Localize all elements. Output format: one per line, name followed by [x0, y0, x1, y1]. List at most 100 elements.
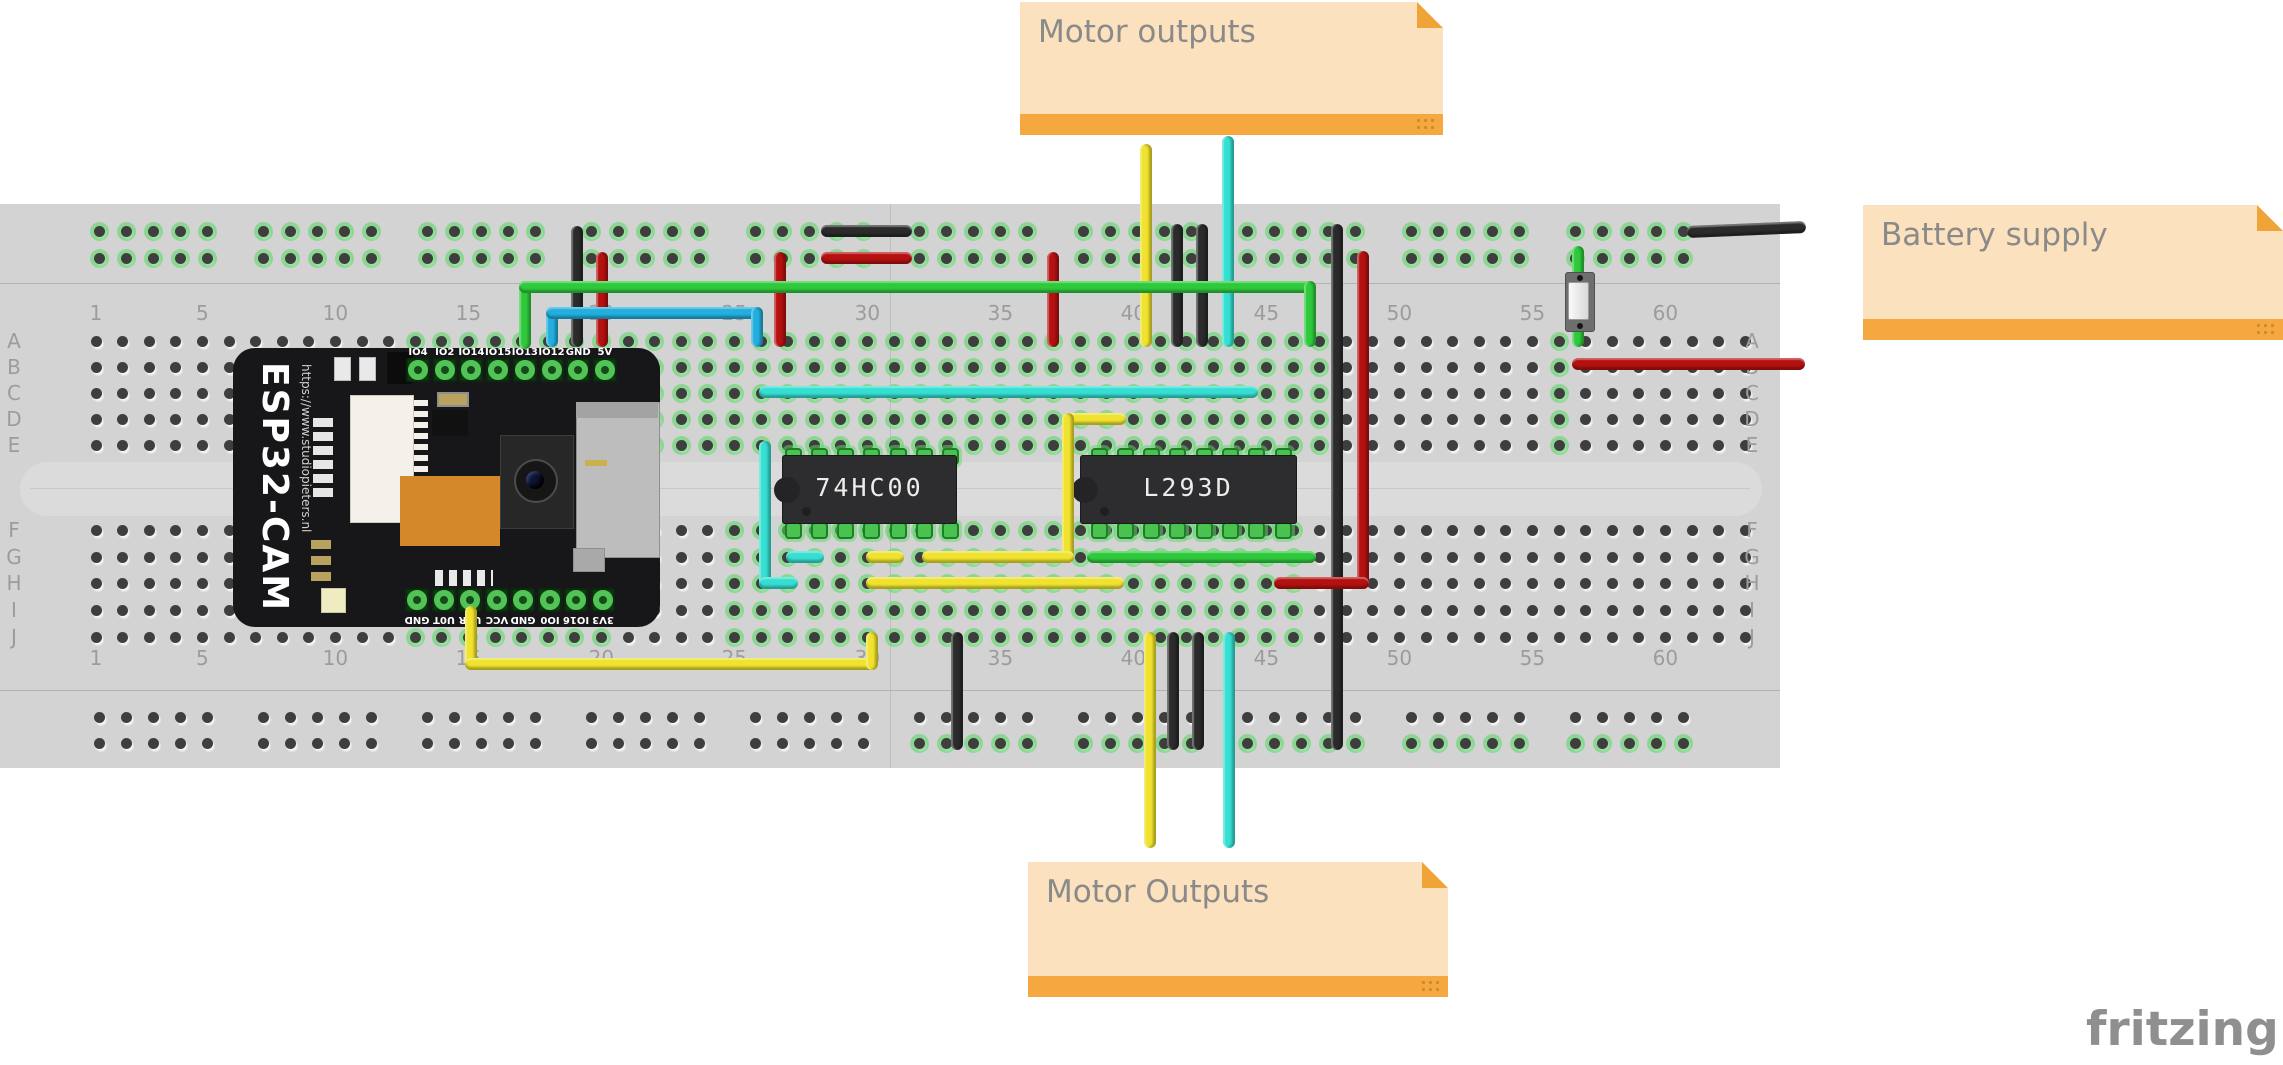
breadboard-hole[interactable] — [1606, 387, 1618, 399]
breadboard-hole[interactable] — [329, 335, 341, 347]
breadboard-hole[interactable] — [782, 413, 794, 425]
breadboard-hole[interactable] — [1021, 413, 1033, 425]
breadboard-hole[interactable] — [90, 631, 102, 643]
breadboard-hole[interactable] — [1101, 439, 1113, 451]
breadboard-hole[interactable] — [728, 551, 740, 563]
breadboard-hole[interactable] — [170, 524, 182, 536]
breadboard-hole[interactable] — [1048, 604, 1060, 616]
breadboard-hole[interactable] — [143, 631, 155, 643]
wire-yellow[interactable] — [1062, 413, 1126, 425]
breadboard-hole[interactable] — [675, 413, 687, 425]
breadboard-hole[interactable] — [1340, 335, 1352, 347]
breadboard-hole[interactable] — [143, 577, 155, 589]
breadboard-hole[interactable] — [1713, 604, 1725, 616]
breadboard-hole[interactable] — [1393, 551, 1405, 563]
breadboard-hole[interactable] — [776, 711, 788, 723]
breadboard-hole[interactable] — [421, 737, 433, 749]
breadboard-hole[interactable] — [913, 225, 925, 237]
wire-green[interactable] — [519, 281, 1316, 293]
breadboard-hole[interactable] — [1513, 711, 1525, 723]
breadboard-hole[interactable] — [1127, 439, 1139, 451]
breadboard-hole[interactable] — [702, 551, 714, 563]
breadboard-hole[interactable] — [421, 225, 433, 237]
breadboard-hole[interactable] — [1405, 711, 1417, 723]
breadboard-hole[interactable] — [311, 225, 323, 237]
breadboard-hole[interactable] — [143, 335, 155, 347]
breadboard-hole[interactable] — [1268, 737, 1280, 749]
breadboard-hole[interactable] — [421, 711, 433, 723]
breadboard-hole[interactable] — [174, 252, 186, 264]
breadboard-hole[interactable] — [90, 413, 102, 425]
breadboard-hole[interactable] — [1633, 577, 1645, 589]
wire-black[interactable] — [821, 225, 912, 237]
breadboard-hole[interactable] — [1048, 439, 1060, 451]
breadboard-hole[interactable] — [1185, 252, 1197, 264]
breadboard-hole[interactable] — [257, 225, 269, 237]
breadboard-hole[interactable] — [994, 225, 1006, 237]
breadboard-hole[interactable] — [383, 335, 395, 347]
breadboard-hole[interactable] — [612, 737, 624, 749]
breadboard-hole[interactable] — [257, 252, 269, 264]
breadboard-hole[interactable] — [284, 225, 296, 237]
breadboard-hole[interactable] — [1074, 439, 1086, 451]
breadboard-hole[interactable] — [1154, 335, 1166, 347]
breadboard-hole[interactable] — [1739, 524, 1751, 536]
breadboard-hole[interactable] — [1367, 387, 1379, 399]
breadboard-hole[interactable] — [835, 413, 847, 425]
breadboard-hole[interactable] — [702, 577, 714, 589]
breadboard-hole[interactable] — [1420, 335, 1432, 347]
breadboard-hole[interactable] — [1420, 631, 1432, 643]
breadboard-hole[interactable] — [365, 225, 377, 237]
breadboard-hole[interactable] — [728, 631, 740, 643]
breadboard-hole[interactable] — [117, 577, 129, 589]
breadboard-hole[interactable] — [861, 439, 873, 451]
breadboard-hole[interactable] — [1580, 413, 1592, 425]
breadboard-hole[interactable] — [1322, 737, 1334, 749]
dip-pin[interactable] — [1248, 522, 1266, 539]
breadboard-hole[interactable] — [1659, 335, 1671, 347]
breadboard-hole[interactable] — [1287, 361, 1299, 373]
breadboard-hole[interactable] — [915, 361, 927, 373]
breadboard-hole[interactable] — [1633, 524, 1645, 536]
breadboard-hole[interactable] — [1021, 361, 1033, 373]
breadboard-hole[interactable] — [1686, 335, 1698, 347]
breadboard-hole[interactable] — [1314, 631, 1326, 643]
wire-cyan[interactable] — [759, 441, 771, 589]
breadboard-hole[interactable] — [675, 361, 687, 373]
breadboard-hole[interactable] — [1322, 711, 1334, 723]
esp32-pin-5v[interactable] — [592, 358, 617, 382]
breadboard-hole[interactable] — [329, 631, 341, 643]
breadboard-hole[interactable] — [1074, 604, 1086, 616]
wire-red[interactable] — [1047, 252, 1059, 347]
esp32-cam-module[interactable]: ESP32-CAM https://www.studiopieters.nl I… — [233, 347, 660, 627]
breadboard-hole[interactable] — [1048, 524, 1060, 536]
breadboard-hole[interactable] — [1650, 225, 1662, 237]
breadboard-hole[interactable] — [1686, 577, 1698, 589]
breadboard-hole[interactable] — [1295, 252, 1307, 264]
breadboard-hole[interactable] — [1633, 439, 1645, 451]
breadboard-hole[interactable] — [1420, 413, 1432, 425]
breadboard-hole[interactable] — [1181, 577, 1193, 589]
breadboard-hole[interactable] — [1606, 604, 1618, 616]
breadboard-hole[interactable] — [585, 225, 597, 237]
breadboard-hole[interactable] — [639, 252, 651, 264]
breadboard-hole[interactable] — [356, 335, 368, 347]
breadboard-hole[interactable] — [1420, 439, 1432, 451]
breadboard-hole[interactable] — [702, 439, 714, 451]
breadboard-hole[interactable] — [1553, 439, 1565, 451]
breadboard-hole[interactable] — [1268, 252, 1280, 264]
breadboard-hole[interactable] — [409, 335, 421, 347]
breadboard-hole[interactable] — [1553, 551, 1565, 563]
breadboard-hole[interactable] — [728, 604, 740, 616]
breadboard-hole[interactable] — [803, 711, 815, 723]
dip-pin[interactable] — [1143, 522, 1161, 539]
breadboard-hole[interactable] — [143, 604, 155, 616]
breadboard-hole[interactable] — [1185, 737, 1197, 749]
breadboard-hole[interactable] — [1420, 577, 1432, 589]
breadboard-hole[interactable] — [782, 361, 794, 373]
breadboard-hole[interactable] — [1420, 387, 1432, 399]
esp32-pin-3v3[interactable] — [590, 588, 615, 612]
breadboard-hole[interactable] — [1739, 387, 1751, 399]
note-bar[interactable] — [1028, 976, 1448, 997]
breadboard-hole[interactable] — [940, 252, 952, 264]
